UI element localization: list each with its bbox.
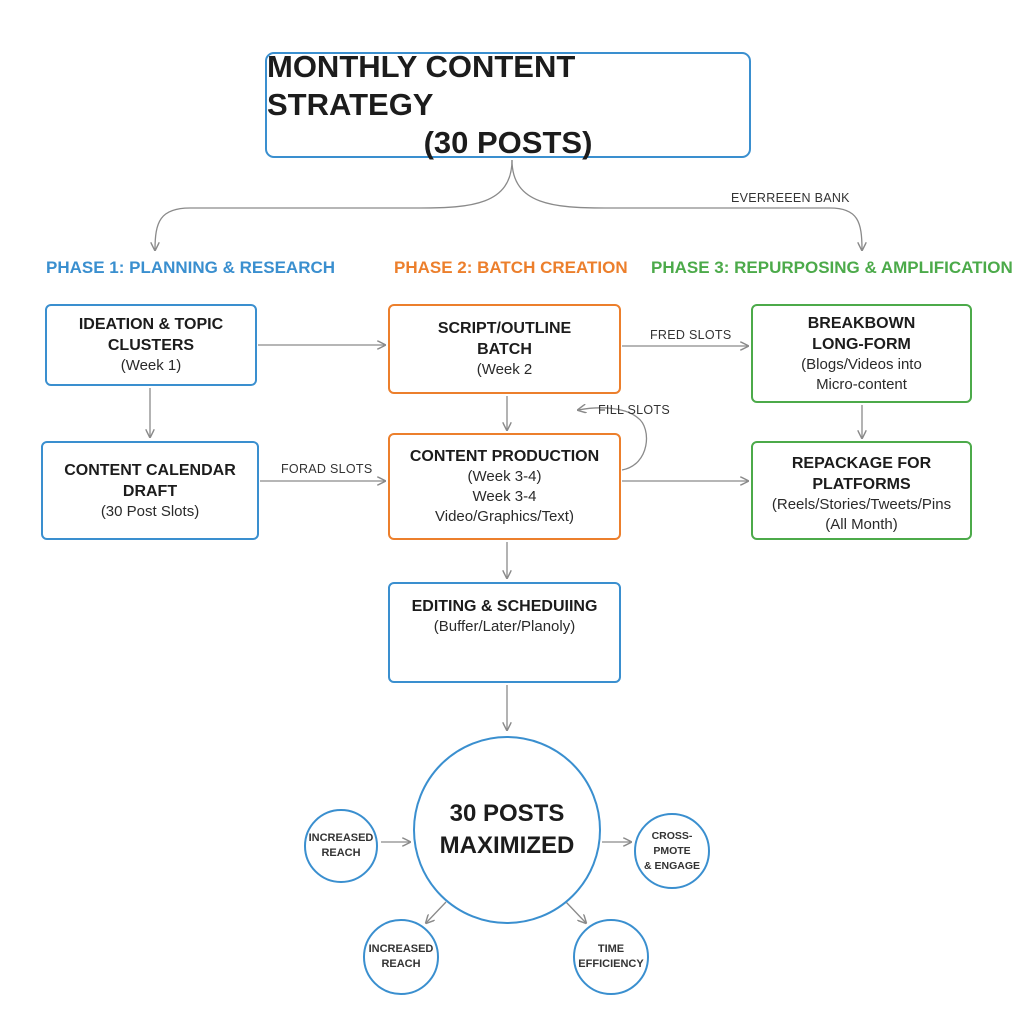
production-subtitle-1: (Week 3-4) — [467, 468, 542, 485]
evergreen-bank-label: EVERREEEN BANK — [731, 191, 850, 205]
outcome-left-increased-reach: INCREASED REACH — [304, 809, 378, 883]
outcome-bottom-right-time-efficiency: TIME EFFICIENCY — [573, 919, 649, 995]
outcome-right-cross-promote: CROSS-PMOTE & ENGAGE — [634, 813, 710, 889]
title-line-2: (30 POSTS) — [423, 125, 593, 160]
breakdown-subtitle-1: (Blogs/Videos into — [801, 355, 922, 373]
repackage-box: REPACKAGE FOR PLATFORMS (Reels/Stories/T… — [751, 441, 972, 540]
title-box: MONTHLY CONTENT STRATEGY (30 POSTS) — [265, 49, 751, 160]
ideation-title-2: CLUSTERS — [107, 337, 195, 354]
title-line-1: MONTHLY CONTENT STRATEGY — [267, 49, 576, 122]
production-subtitle-3: Video/Graphics/Text) — [435, 508, 574, 525]
script-title-1: SCRIPT/OUTLINE — [437, 320, 572, 337]
title-to-phase1-connector — [155, 159, 513, 250]
hub-to-bottom-right-outcome-arrow — [565, 901, 586, 923]
calendar-title-1: CONTENT CALENDAR — [64, 461, 236, 479]
ideation-subtitle: (Week 1) — [120, 357, 182, 374]
outcome-bottom-right-line-2: EFFICIENCY — [578, 958, 644, 970]
outcome-bottom-left-line-2: REACH — [381, 958, 421, 970]
breakdown-title-2: LONG-FORM — [812, 335, 911, 353]
calendar-box: CONTENT CALENDAR DRAFT (30 Post Slots) — [41, 441, 259, 540]
fill-slots-label: FILL SLOTS — [598, 403, 671, 417]
repackage-title: REPACKAGE FOR PLATFORMS — [791, 455, 932, 493]
title-to-phase3-connector — [511, 159, 862, 250]
editing-title: EDITING & SCHEDUIING — [411, 598, 598, 615]
calendar-title-2: DRAFT — [122, 482, 178, 500]
outcome-right-line-1: CROSS-PMOTE — [651, 829, 693, 857]
outcome-bottom-right-line-1: TIME — [597, 943, 625, 955]
phase-3-heading: PHASE 3: REPURPOSING & AMPLIFICATION — [651, 258, 1013, 277]
script-title-2: BATCH — [477, 341, 532, 358]
hub-to-bottom-left-outcome-arrow — [426, 901, 447, 923]
hub-line-1: 30 POSTS — [449, 800, 565, 827]
outcome-left-line-1: INCREASED — [308, 832, 374, 844]
repackage-subtitle-1: (Reels/Stories/Tweets/Pins — [771, 496, 952, 513]
script-box: SCRIPT/OUTLINE BATCH (Week 2 — [388, 304, 621, 394]
breakdown-box: BREAKBOWN LONG-FORM (Blogs/Videos into M… — [751, 304, 972, 403]
hub-line-2: MAXIMIZED — [439, 832, 575, 859]
phase-2-heading: PHASE 2: BATCH CREATION — [394, 258, 628, 277]
phase-1-heading: PHASE 1: PLANNING & RESEARCH — [46, 258, 336, 277]
production-box: CONTENT PRODUCTION (Week 3-4) Week 3-4 V… — [388, 433, 621, 540]
forad-slots-label: FORAD SLOTS — [281, 462, 373, 476]
outcome-bottom-left-increased-reach: INCREASED REACH — [363, 919, 439, 995]
breakdown-subtitle-2: Micro-content — [816, 375, 907, 393]
ideation-box: IDEATION & TOPIC CLUSTERS (Week 1) — [45, 304, 257, 386]
repackage-subtitle-2: (All Month) — [825, 516, 898, 533]
outcome-left-line-2: REACH — [321, 847, 361, 859]
script-subtitle: (Week 2 — [476, 361, 533, 378]
production-subtitle-2: Week 3-4 — [472, 488, 537, 505]
editing-subtitle: (Buffer/Later/Planoly) — [433, 618, 576, 635]
production-title: CONTENT PRODUCTION — [409, 448, 600, 465]
outcome-right-line-2: & ENGAGE — [643, 859, 700, 872]
ideation-title-1: IDEATION & TOPIC — [78, 316, 224, 333]
posts-maximized-hub: 30 POSTS MAXIMIZED — [413, 736, 601, 924]
breakdown-title-1: BREAKBOWN — [807, 314, 916, 332]
outcome-bottom-left-line-1: INCREASED — [368, 943, 434, 955]
fred-slots-label: FRED SLOTS — [650, 328, 732, 342]
editing-box: EDITING & SCHEDUIING (Buffer/Later/Plano… — [388, 582, 621, 683]
calendar-subtitle: (30 Post Slots) — [100, 502, 200, 520]
